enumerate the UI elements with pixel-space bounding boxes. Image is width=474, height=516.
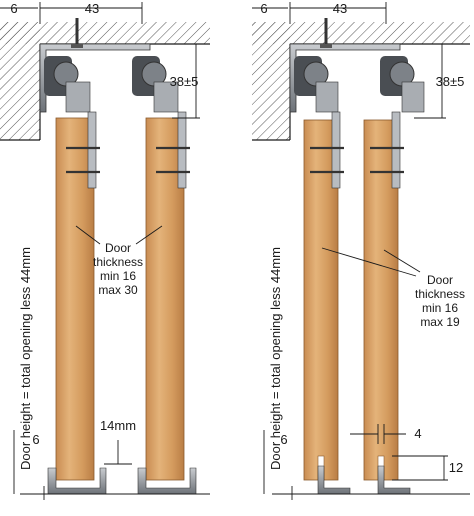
- right-dim-right: 38±5: [436, 74, 465, 89]
- left-track: [39, 43, 151, 113]
- left-thickness-label: Door thickness min 16 max 30: [93, 241, 143, 297]
- left-door-screws: [66, 146, 190, 174]
- right-thickness-line-3: min 16: [422, 301, 458, 315]
- left-thickness-line-3: min 16: [100, 269, 136, 283]
- left-dim-bottom-gap: 14mm: [100, 418, 136, 433]
- right-thickness-line-4: max 19: [420, 315, 460, 329]
- left-thickness-line-2: thickness: [93, 255, 143, 269]
- left-dim-top-center: 43: [85, 1, 99, 16]
- left-height-label: Door height = total opening less 44mm: [18, 247, 33, 470]
- left-dim-right: 38±5: [170, 74, 199, 89]
- right-diagram: 6 43 38±5 Door height = total opening le…: [252, 1, 470, 500]
- right-dim-slot-width: 4: [414, 426, 421, 441]
- left-hanger-1: [44, 56, 91, 113]
- right-thickness-line-1: Door: [427, 273, 453, 287]
- right-hanger-1: [294, 56, 339, 113]
- right-dim-slot-depth: 12: [449, 460, 463, 475]
- left-dim-bottom-left: 6: [32, 432, 39, 447]
- right-dim-top-small: 6: [260, 1, 267, 16]
- right-thickness-line-2: thickness: [415, 287, 465, 301]
- right-track: [289, 43, 401, 113]
- left-dim-top-small: 6: [10, 1, 17, 16]
- right-thickness-label: Door thickness min 16 max 19: [415, 273, 465, 329]
- right-hanger-2: [380, 56, 425, 113]
- right-door-screws: [310, 146, 404, 174]
- left-thickness-line-4: max 30: [98, 283, 138, 297]
- right-top-screw: [320, 18, 332, 48]
- right-dim-top-center: 43: [333, 1, 347, 16]
- left-door-1: [55, 117, 95, 481]
- right-dim-bottom-left: 6: [280, 432, 287, 447]
- left-top-screw: [71, 18, 83, 48]
- left-hanger-2: [132, 56, 179, 113]
- left-diagram: 6 43 38±5 Door height = total opening le…: [0, 1, 210, 500]
- right-ceiling: [252, 22, 470, 141]
- right-height-label: Door height = total opening less 44mm: [268, 247, 283, 470]
- left-door-2: [145, 117, 185, 481]
- left-thickness-line-1: Door: [105, 241, 131, 255]
